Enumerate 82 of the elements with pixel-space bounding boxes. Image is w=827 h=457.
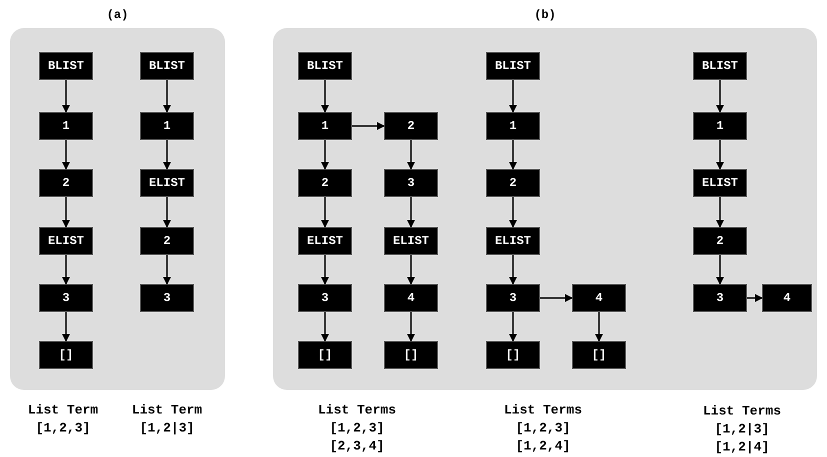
arrow — [716, 140, 724, 170]
arrow — [407, 312, 415, 342]
list-cell: 3 — [693, 284, 747, 312]
arrow — [163, 80, 171, 113]
arrow — [509, 80, 517, 113]
caption-text: List Term — [28, 401, 98, 420]
list-cell: 2 — [486, 169, 540, 197]
list-cell: 3 — [486, 284, 540, 312]
caption-text: List Terms — [318, 401, 396, 420]
arrow — [62, 255, 70, 285]
arrow — [407, 255, 415, 285]
arrow — [595, 312, 603, 342]
list-cell: BLIST — [39, 52, 93, 80]
list-cell: 1 — [298, 112, 352, 140]
arrow — [540, 294, 573, 302]
arrow — [62, 80, 70, 113]
list-cell: ELIST — [298, 227, 352, 255]
list-cell: 1 — [39, 112, 93, 140]
list-cell: 1 — [693, 112, 747, 140]
list-cell: [] — [384, 341, 438, 369]
arrow — [407, 140, 415, 170]
list-cell: ELIST — [140, 169, 194, 197]
list-cell: 3 — [140, 284, 194, 312]
list-cell: 3 — [39, 284, 93, 312]
list-cell: 2 — [140, 227, 194, 255]
list-cell: 3 — [384, 169, 438, 197]
arrow — [321, 140, 329, 170]
arrow — [62, 140, 70, 170]
arrow — [509, 255, 517, 285]
arrow — [321, 80, 329, 113]
arrow — [163, 197, 171, 228]
list-cell: 2 — [693, 227, 747, 255]
list-cell: ELIST — [39, 227, 93, 255]
panel-heading: (b) — [533, 7, 557, 24]
caption-text: List Term — [132, 401, 202, 420]
list-cell: [] — [298, 341, 352, 369]
panel-heading: (a) — [106, 7, 130, 24]
arrow — [716, 255, 724, 285]
list-cell: 1 — [486, 112, 540, 140]
caption-text: [1,2|3] — [714, 420, 770, 438]
caption-text: [1,2|3] — [140, 419, 194, 438]
caption-text: [1,2,3] — [330, 419, 384, 438]
list-cell: [] — [39, 341, 93, 369]
arrow — [747, 294, 763, 302]
list-cell: ELIST — [693, 169, 747, 197]
list-cell: [] — [486, 341, 540, 369]
list-cell: 4 — [572, 284, 626, 312]
list-cell: 1 — [140, 112, 194, 140]
list-cell: BLIST — [298, 52, 352, 80]
list-cell: 4 — [762, 284, 812, 312]
list-cell: BLIST — [693, 52, 747, 80]
arrow — [321, 312, 329, 342]
list-cell: BLIST — [486, 52, 540, 80]
arrow — [321, 197, 329, 228]
list-cell: BLIST — [140, 52, 194, 80]
list-cell: 2 — [384, 112, 438, 140]
arrow — [352, 122, 385, 130]
list-cell: ELIST — [486, 227, 540, 255]
list-cell: [] — [572, 341, 626, 369]
caption-text: [1,2,4] — [516, 437, 570, 456]
arrow — [163, 255, 171, 285]
arrow — [509, 197, 517, 228]
arrow — [321, 255, 329, 285]
arrow — [163, 140, 171, 170]
caption-text: List Terms — [703, 402, 781, 420]
list-cell: 3 — [298, 284, 352, 312]
arrow — [62, 197, 70, 228]
arrow — [509, 312, 517, 342]
list-cell: 2 — [298, 169, 352, 197]
arrow — [62, 312, 70, 342]
arrow — [407, 197, 415, 228]
caption-text: [1,2,3] — [516, 419, 570, 438]
list-cell: 4 — [384, 284, 438, 312]
caption-text: List Terms — [504, 401, 582, 420]
list-cell: ELIST — [384, 227, 438, 255]
list-cell: 2 — [39, 169, 93, 197]
arrow — [716, 80, 724, 113]
caption-text: [1,2|4] — [714, 438, 770, 456]
caption-text: [1,2,3] — [36, 419, 90, 438]
arrow — [716, 197, 724, 228]
arrow — [509, 140, 517, 170]
caption-text: [2,3,4] — [330, 437, 384, 456]
